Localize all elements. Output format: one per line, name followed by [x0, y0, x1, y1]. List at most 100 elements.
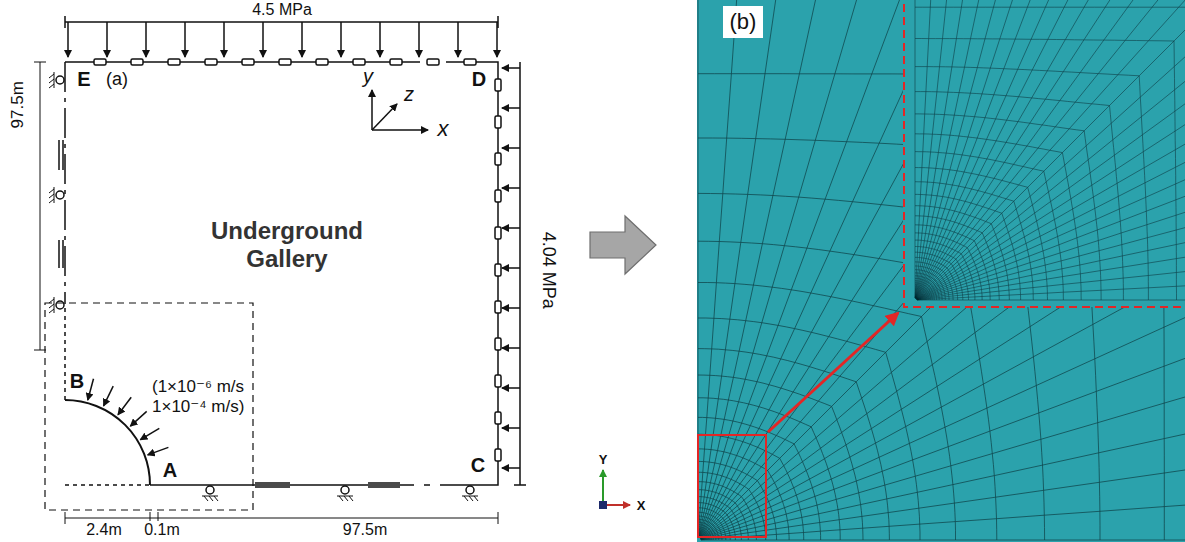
seepage-arrow: [118, 397, 131, 415]
zoom-arrow: [768, 313, 898, 432]
dimension-line: [34, 62, 46, 350]
roller: [279, 59, 291, 65]
left-boundary: [64, 62, 66, 300]
axis-arrow: [372, 104, 397, 130]
axis-arrow: [602, 470, 604, 505]
point-label: E: [77, 68, 90, 91]
inset-frame: [904, 0, 1185, 307]
load-arrow: [502, 467, 520, 469]
load-arrow: [502, 187, 520, 189]
roller: [495, 227, 501, 239]
roller: [495, 190, 501, 202]
dimension-label: 0.1m: [142, 521, 182, 539]
axis-origin: [599, 501, 607, 509]
support-hatch: [202, 496, 218, 501]
zoom-frame: [698, 435, 766, 537]
load-arrow: [262, 22, 264, 57]
roller: [495, 264, 501, 276]
axis-arrow: [603, 504, 630, 506]
roller: [495, 412, 501, 424]
load-arrow: [379, 22, 381, 57]
load-arrow: [67, 22, 69, 57]
roller: [316, 59, 328, 65]
bottom-supports: [202, 486, 478, 501]
roller: [353, 59, 365, 65]
left-supports: [49, 72, 64, 313]
panel-tag-box: [723, 6, 763, 38]
load-value: 4.04 MPa: [539, 231, 560, 308]
point-label: B: [70, 370, 84, 393]
roller: [464, 59, 476, 65]
load-arrow: [502, 107, 520, 109]
roller: [242, 59, 254, 65]
sliding-marks: [59, 140, 63, 268]
load-arrow: [502, 307, 520, 309]
load-arrow: [106, 22, 108, 57]
load-arrow: [184, 22, 186, 57]
roller: [205, 59, 217, 65]
seepage-arrow: [88, 379, 94, 400]
roller: [495, 301, 501, 313]
load-arrow: [301, 22, 303, 57]
axis-arrow: [371, 90, 373, 130]
axis-label: y: [363, 65, 373, 88]
transition-arrow: [590, 216, 656, 274]
load-arrow: [502, 67, 520, 69]
axis-label: z: [404, 83, 414, 106]
load-arrow: [418, 22, 420, 57]
load-arrow: [502, 347, 520, 349]
seepage-arrow: [130, 411, 146, 426]
top-rollers: [94, 59, 476, 65]
domain-boundary: [65, 62, 498, 485]
roller-support: [56, 301, 64, 309]
load-arrow: [502, 427, 520, 429]
support-hatch: [49, 297, 54, 313]
roller-support: [56, 191, 64, 199]
load-arrow: [223, 22, 225, 57]
panel-label: (a): [106, 69, 128, 90]
right-load-arrows: [502, 68, 520, 468]
panel-label: (b): [730, 9, 757, 34]
top-load-arrows: [68, 22, 497, 57]
roller: [495, 338, 501, 350]
load-value: 4.5 MPa: [250, 1, 314, 19]
permeability-note: (1×10⁻⁶ m/s 1×10⁻⁴ m/s): [152, 377, 257, 416]
point-label: A: [163, 459, 177, 482]
roller: [495, 116, 501, 128]
support-hatch: [49, 72, 54, 88]
load-arrow: [145, 22, 147, 57]
mesh-lines: [698, 0, 1185, 540]
roller-support: [56, 76, 64, 84]
load-arrow: [457, 22, 459, 57]
seepage-arrow: [140, 428, 159, 439]
seepage-arrow: [104, 386, 114, 406]
roller: [495, 153, 501, 165]
roller: [495, 449, 501, 461]
dimension-label: 97.5m: [8, 81, 28, 128]
seepage-arrow: [148, 447, 169, 455]
region-title: Underground Gallery: [203, 217, 371, 272]
point-label: D: [472, 68, 486, 91]
roller: [390, 59, 402, 65]
dimension-line: [65, 512, 498, 524]
roller: [427, 59, 439, 65]
support-hatch: [337, 496, 353, 501]
point-label: C: [471, 454, 485, 477]
roller: [168, 59, 180, 65]
axis-arrow: [372, 129, 428, 131]
mesh-inset-background: [903, 0, 1185, 307]
right-rollers: [495, 79, 501, 461]
roller: [495, 375, 501, 387]
roller: [495, 79, 501, 91]
mesh-inset: [915, 0, 1185, 300]
dimension-label: 2.4m: [84, 521, 124, 539]
roller-support: [206, 486, 214, 494]
load-arrow: [340, 22, 342, 57]
roller: [131, 59, 143, 65]
roller-support: [466, 486, 474, 494]
roller-support: [341, 486, 349, 494]
boundary-sketch: [34, 16, 526, 524]
axis-label: Y: [599, 453, 608, 468]
mesh-lines: [915, 0, 1185, 300]
